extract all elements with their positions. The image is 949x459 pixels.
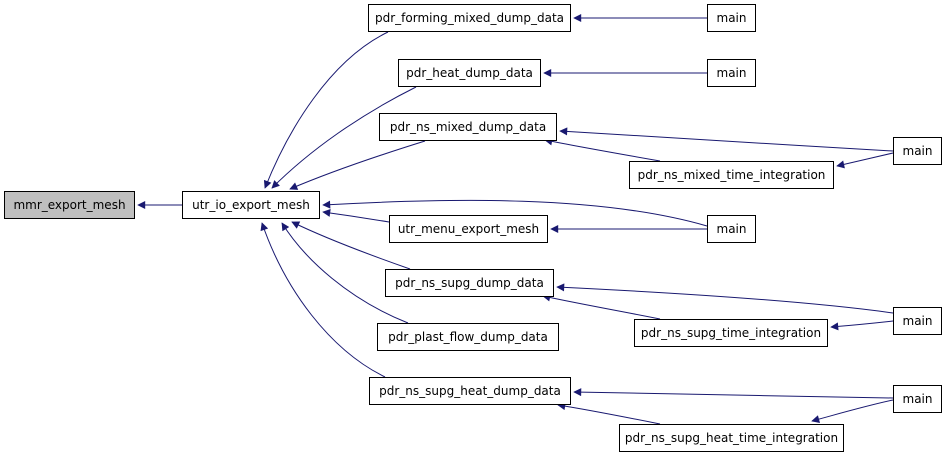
node-pdr-ns-supg-time-integration[interactable]: pdr_ns_supg_time_integration [634,319,828,347]
node-pdr-ns-mixed-time-integration[interactable]: pdr_ns_mixed_time_integration [629,161,834,189]
node-main-5[interactable]: main [893,307,942,335]
node-main-2[interactable]: main [707,59,756,87]
node-main-6[interactable]: main [893,385,942,413]
edge-pdr-ns-supg-heat-dump-data-to-utr-io-export-mesh [260,222,386,378]
edge-pdr-ns-supg-dump-data-to-utr-io-export-mesh [291,221,411,270]
edge-main-6-to-pdr-ns-supg-heat-dump-data [573,388,894,399]
node-pdr-plast-flow-dump-data[interactable]: pdr_plast_flow_dump_data [377,323,559,351]
node-utr-menu-export-mesh[interactable]: utr_menu_export_mesh [389,215,548,243]
edge-main-3-to-pdr-ns-mixed-time-integration [836,152,894,169]
edge-pdr-ns-mixed-time-integration-to-pdr-ns-mixed-dump-data [544,137,661,162]
node-pdr-ns-mixed-dump-data[interactable]: pdr_ns_mixed_dump_data [379,113,557,141]
edge-pdr-ns-mixed-dump-data-to-utr-io-export-mesh [289,140,426,190]
node-pdr-ns-supg-heat-time-integration[interactable]: pdr_ns_supg_heat_time_integration [619,424,844,452]
node-pdr-ns-supg-dump-data[interactable]: pdr_ns_supg_dump_data [385,269,554,297]
edge-pdr-heat-dump-data-to-utr-io-export-mesh [271,86,417,189]
node-pdr-heat-dump-data[interactable]: pdr_heat_dump_data [398,59,541,87]
node-main-4[interactable]: main [707,215,756,243]
node-main-3[interactable]: main [893,137,942,165]
edge-main-5-to-pdr-ns-supg-time-integration [830,320,894,331]
edge-pdr-ns-supg-heat-time-integration-to-pdr-ns-supg-heat-dump-data [557,402,661,425]
node-pdr-ns-supg-heat-dump-data[interactable]: pdr_ns_supg_heat_dump_data [369,377,571,405]
node-utr-io-export-mesh[interactable]: utr_io_export_mesh [182,191,320,219]
node-pdr-forming-mixed-dump-data[interactable]: pdr_forming_mixed_dump_data [368,4,571,32]
edge-main-3-to-pdr-ns-mixed-dump-data [559,127,894,152]
edge-pdr-forming-mixed-dump-data-to-utr-io-export-mesh [263,31,389,189]
node-mmr-export-mesh[interactable]: mmr_export_mesh [4,191,135,219]
edge-utr-menu-export-mesh-to-utr-io-export-mesh [322,209,390,223]
edge-main-4-to-utr-io-export-mesh [322,199,708,227]
edge-main-5-to-pdr-ns-supg-dump-data [556,283,894,314]
node-main-1[interactable]: main [707,4,756,32]
edge-pdr-plast-flow-dump-data-to-utr-io-export-mesh [281,222,409,324]
edge-pdr-ns-supg-time-integration-to-pdr-ns-supg-dump-data [542,293,661,320]
edge-main-6-to-pdr-ns-supg-heat-time-integration [811,399,894,423]
